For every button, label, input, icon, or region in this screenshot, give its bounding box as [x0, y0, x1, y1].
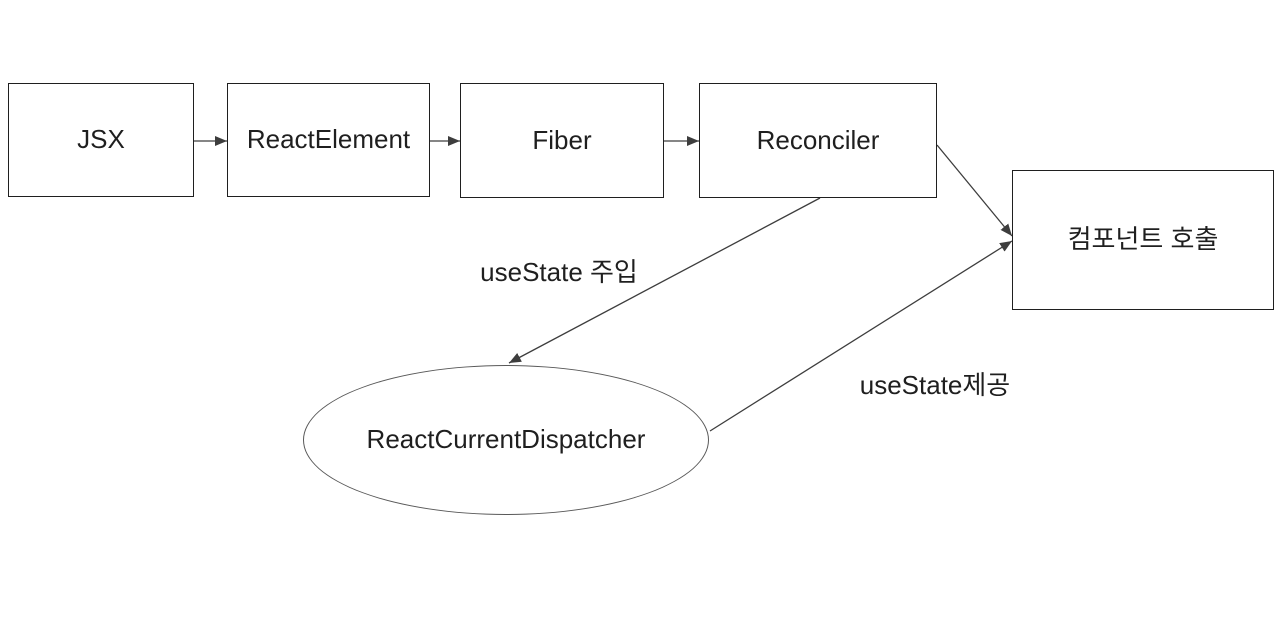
node-jsx: JSX [8, 83, 194, 197]
node-reconciler-label: Reconciler [756, 124, 880, 155]
edge-label-usestate-inject: useState 주입 [480, 257, 638, 287]
node-fiber-label: Fiber [532, 124, 592, 155]
connector-dispatcher-to-component-call [709, 240, 1013, 432]
node-fiber: Fiber [460, 83, 664, 198]
connector-reconciler-to-component-call [936, 144, 1013, 237]
edge-label-usestate-provide: useState제공 [859, 370, 1011, 400]
node-component-call: 컴포넌트 호출 [1012, 170, 1274, 310]
node-jsx-label: JSX [77, 124, 125, 155]
node-react-element: ReactElement [227, 83, 430, 197]
node-react-current-dispatcher: ReactCurrentDispatcher [303, 365, 709, 515]
node-component-call-label: 컴포넌트 호출 [1067, 224, 1219, 255]
node-dispatcher-label: ReactCurrentDispatcher [366, 424, 646, 455]
node-react-element-label: ReactElement [246, 124, 411, 155]
node-reconciler: Reconciler [699, 83, 937, 198]
connector-reconciler-to-dispatcher [508, 197, 821, 364]
